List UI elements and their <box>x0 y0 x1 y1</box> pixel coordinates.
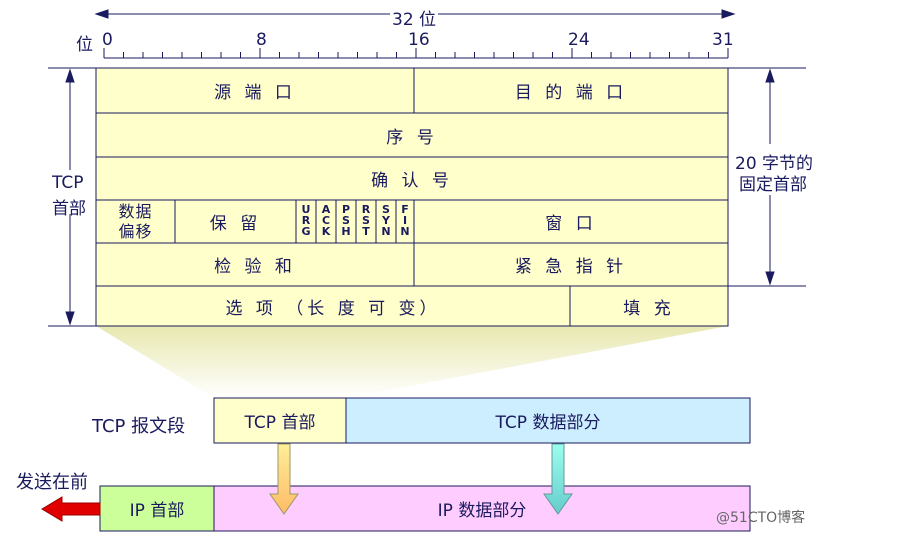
data-offset-line-1: 数据 <box>118 201 153 221</box>
flag-letter: G <box>301 225 311 238</box>
padding-field: 填 充 <box>623 298 675 319</box>
flag-letter: K <box>321 225 331 238</box>
tcp-header-height-arrow <box>48 67 96 327</box>
checksum-field: 检 验 和 <box>214 257 296 277</box>
flag-letter: S <box>382 203 390 216</box>
flag-letter: A <box>321 203 331 216</box>
tick-label-0: 0 <box>102 30 113 50</box>
destination-port-field: 目 的 端 口 <box>514 83 628 103</box>
data-offset-line-2: 偏移 <box>118 221 153 241</box>
tcp-header-box-label: TCP 首部 <box>244 413 316 433</box>
flag-letter: Y <box>382 214 390 227</box>
send-first-arrow <box>41 496 101 522</box>
tick-label-24: 24 <box>568 30 590 50</box>
bit-label: 位 <box>76 35 93 55</box>
tcp-data-box-label: TCP 数据部分 <box>495 413 601 433</box>
flag-letter: P <box>341 203 351 216</box>
width-label: 32 位 <box>390 5 439 30</box>
flag-letter: S <box>362 214 370 227</box>
flag-letter: R <box>301 214 311 227</box>
tcp-header-box <box>213 397 347 444</box>
tcp-header-grid <box>95 67 729 327</box>
flag-letter: U <box>301 203 311 216</box>
tcp-data-to-ip-arrow <box>543 443 573 515</box>
flag-letter: H <box>341 225 351 238</box>
fixed-header-label-1: 20 字节的 <box>735 149 814 174</box>
watermark: @51CTO博客 <box>716 510 806 526</box>
flag-letter: C <box>321 214 331 227</box>
ip-header-box-label: IP 首部 <box>129 501 185 521</box>
tick-label-8: 8 <box>256 30 267 50</box>
ack-number-field: 确 认 号 <box>371 171 453 191</box>
flag-letter: F <box>401 203 409 216</box>
source-port-field: 源 端 口 <box>214 83 296 103</box>
tcp-data-box <box>345 397 751 444</box>
flag-letter: I <box>402 214 408 227</box>
flag-letter: S <box>342 214 350 227</box>
tcp-segment-label: TCP 报文段 <box>92 416 186 437</box>
send-first-label: 发送在前 <box>16 472 88 493</box>
tick-label-16: 16 <box>408 30 430 50</box>
projection-shade <box>96 326 728 398</box>
options-field: 选 项 （长 度 可 变） <box>225 298 441 319</box>
reserved-field: 保 留 <box>209 214 262 234</box>
fixed-header-label-2: 固定首部 <box>739 170 807 195</box>
ip-data-box <box>213 485 751 532</box>
data-offset-field: 数据 偏移 <box>96 200 175 243</box>
flag-letter: T <box>362 225 370 238</box>
tcp-header-to-ip-arrow <box>269 443 299 515</box>
sequence-number-field: 序 号 <box>386 127 438 148</box>
urgent-pointer-field: 紧 急 指 针 <box>514 257 628 277</box>
flag-letter: R <box>361 203 371 216</box>
tick-label-31: 31 <box>712 30 734 50</box>
tcp-header-side-label-1: TCP <box>52 173 84 193</box>
ip-data-box-label: IP 数据部分 <box>437 501 527 521</box>
bit-ruler <box>103 48 729 59</box>
fixed-header-height-arrow <box>728 67 806 287</box>
window-field: 窗 口 <box>545 214 597 234</box>
flag-letter: N <box>381 225 391 238</box>
tcp-header-side-label-2: 首部 <box>52 199 86 219</box>
flag-letter: N <box>400 225 410 238</box>
